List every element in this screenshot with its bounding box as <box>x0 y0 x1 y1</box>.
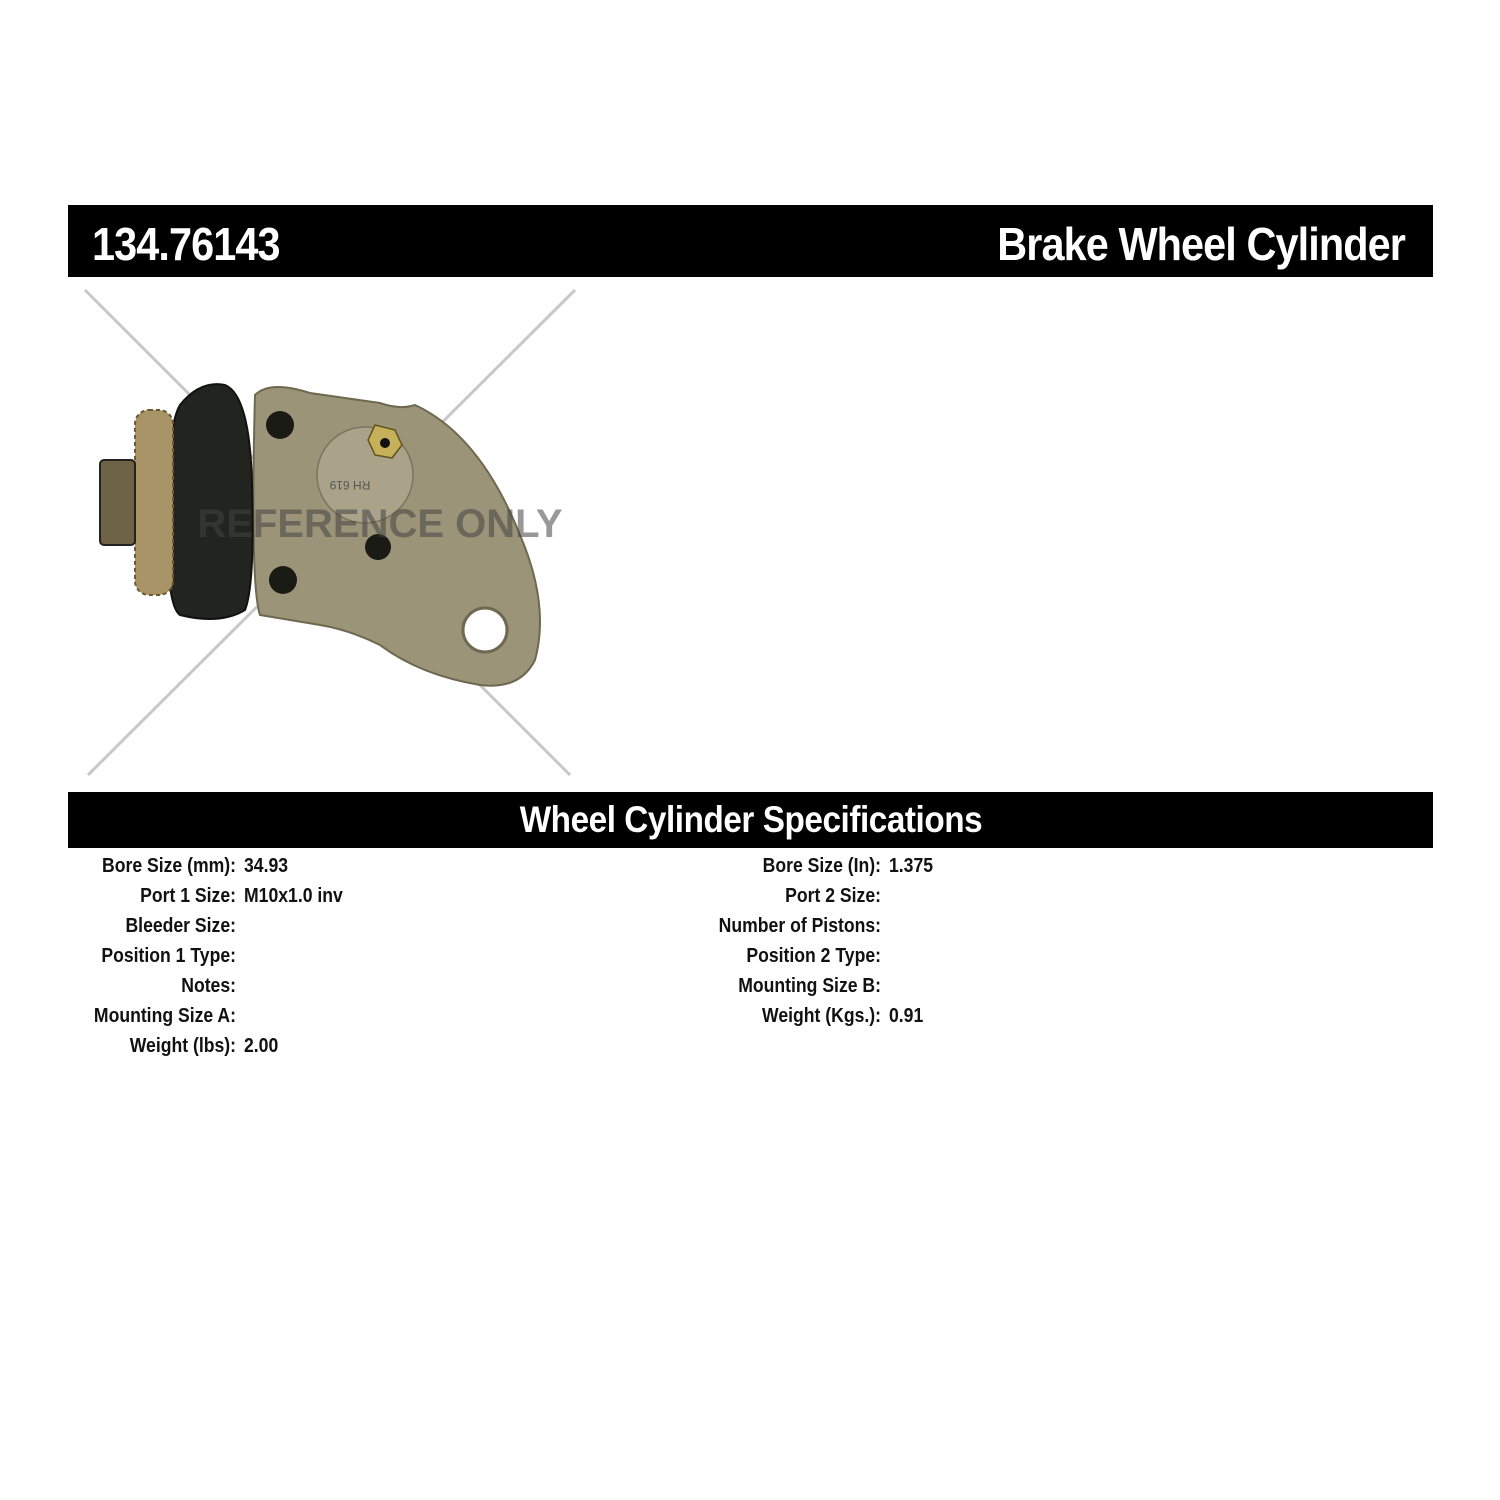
spec-value: 1.375 <box>889 855 934 877</box>
spec-label: Position 1 Type: <box>101 945 236 967</box>
part-number: 134.76143 <box>92 218 281 270</box>
spec-value: 2.00 <box>244 1035 279 1057</box>
product-title: Brake Wheel Cylinder <box>997 218 1406 270</box>
product-image: RH 619 REFERENCE ONLY <box>83 288 577 777</box>
spec-label: Notes: <box>181 975 236 997</box>
spec-label: Number of Pistons: <box>718 915 881 937</box>
spec-label: Port 2 Size: <box>785 885 881 907</box>
spec-label: Bleeder Size: <box>125 915 236 937</box>
spec-value: M10x1.0 inv <box>244 885 343 907</box>
casting-mark: RH 619 <box>329 478 370 492</box>
spec-value: 34.93 <box>244 855 289 877</box>
spec-title: Wheel Cylinder Specifications <box>519 799 982 840</box>
spec-value: 0.91 <box>889 1005 924 1027</box>
spec-label: Bore Size (mm): <box>102 855 237 877</box>
title-bar: 134.76143 Brake Wheel Cylinder <box>68 205 1433 277</box>
spec-label: Mounting Size A: <box>93 1005 236 1027</box>
spec-label: Weight (lbs): <box>129 1035 236 1057</box>
spec-label: Position 2 Type: <box>746 945 881 967</box>
spec-label: Mounting Size B: <box>738 975 881 997</box>
spec-label: Bore Size (In): <box>762 855 881 877</box>
watermark: REFERENCE ONLY <box>197 502 563 546</box>
spec-header-bar: Wheel Cylinder Specifications <box>68 792 1433 848</box>
spec-label: Port 1 Size: <box>140 885 236 907</box>
spec-label: Weight (Kgs.): <box>762 1005 881 1027</box>
